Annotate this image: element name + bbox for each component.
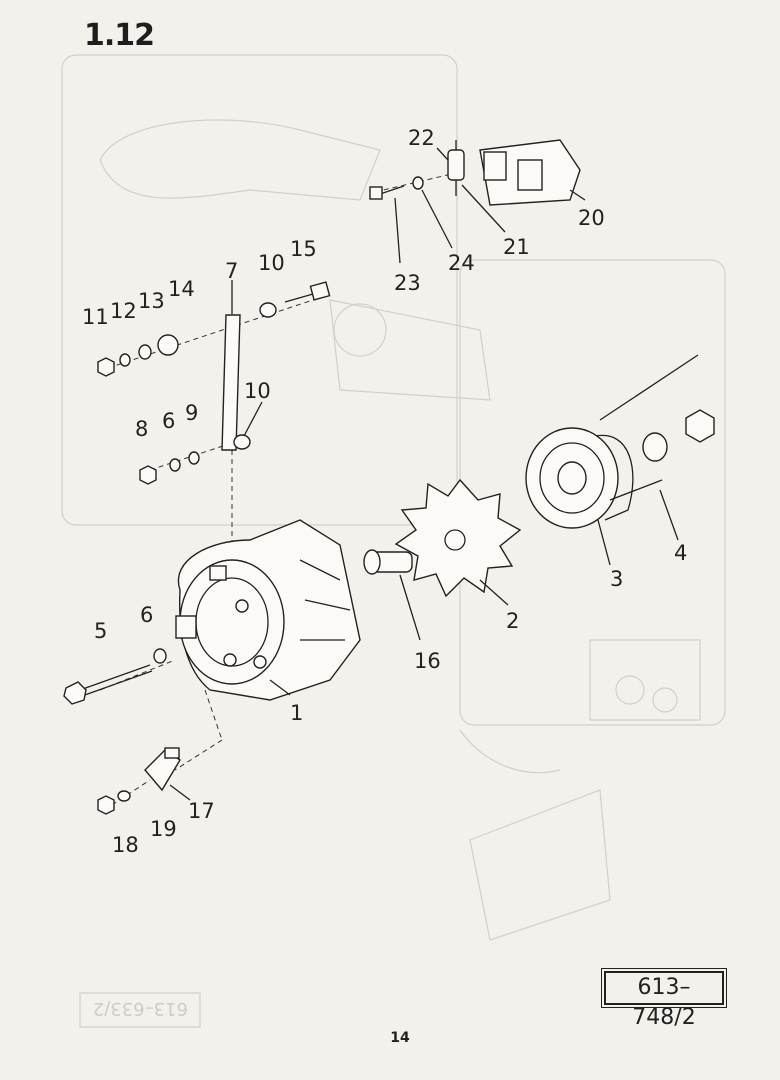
callout-18: 18	[112, 833, 139, 857]
washer-13	[138, 344, 152, 360]
callout-leaders	[169, 147, 679, 801]
washer-24	[412, 176, 424, 190]
washer-10-upper	[259, 302, 277, 318]
washer-6-upper	[169, 458, 181, 472]
bolt-5	[63, 664, 153, 705]
callout-21: 21	[503, 235, 530, 259]
tension-bracket	[221, 314, 241, 451]
drawing-reference-box: 613–748/2	[601, 968, 727, 1030]
callout-24: 24	[448, 251, 475, 275]
callout-7: 7	[225, 259, 238, 283]
fan	[394, 478, 522, 598]
callout-1: 1	[290, 701, 303, 725]
nut-11	[97, 357, 115, 377]
bolt-15	[284, 281, 331, 303]
page-number: 14	[390, 1030, 410, 1046]
callout-10-lower: 10	[244, 379, 271, 403]
callout-13: 13	[138, 289, 165, 313]
callout-23: 23	[394, 271, 421, 295]
pulley	[525, 427, 634, 529]
spacer-14	[157, 334, 179, 356]
washer-12	[119, 353, 131, 367]
connector-17	[144, 747, 181, 792]
callout-8: 8	[135, 417, 148, 441]
callout-10-upper: 10	[258, 251, 285, 275]
washer-6-lower	[153, 648, 167, 664]
callout-15: 15	[290, 237, 317, 261]
callout-11: 11	[82, 305, 109, 329]
belt-wire-lower	[609, 479, 663, 501]
callout-22: 22	[408, 126, 435, 150]
callout-5: 5	[94, 619, 107, 643]
callout-labels: 1 2 3 4 5 6 6 7 8 9 10 10 11 12 13 14 15…	[82, 126, 687, 857]
callout-6-lower: 6	[140, 603, 153, 627]
callout-2: 2	[506, 609, 519, 633]
background-ghost-drawing: 613–633/2	[61, 54, 726, 1028]
callout-6-upper: 6	[162, 409, 175, 433]
washer-19	[117, 790, 131, 802]
shaft-spacer	[363, 549, 413, 575]
callout-16: 16	[414, 649, 441, 673]
washer-9	[188, 451, 200, 465]
screw-23	[369, 185, 405, 200]
nut-18	[97, 795, 115, 815]
nut-8	[139, 465, 157, 485]
pulley-nut	[685, 409, 715, 443]
callout-19: 19	[150, 817, 177, 841]
callout-12: 12	[110, 299, 137, 323]
belt-wire-upper	[599, 354, 699, 421]
suppressor	[447, 140, 465, 196]
callout-17: 17	[188, 799, 215, 823]
regulator	[479, 139, 581, 206]
ghost-ref-text: 613–633/2	[93, 998, 188, 1019]
callout-4: 4	[674, 541, 687, 565]
pulley-washer	[642, 432, 668, 462]
callout-9: 9	[185, 401, 198, 425]
callout-3: 3	[610, 567, 623, 591]
callout-14: 14	[168, 277, 195, 301]
washer-10-lower	[233, 434, 251, 450]
alternator-body	[175, 519, 361, 701]
callout-20: 20	[578, 206, 605, 230]
section-title: 1.12	[84, 18, 155, 53]
